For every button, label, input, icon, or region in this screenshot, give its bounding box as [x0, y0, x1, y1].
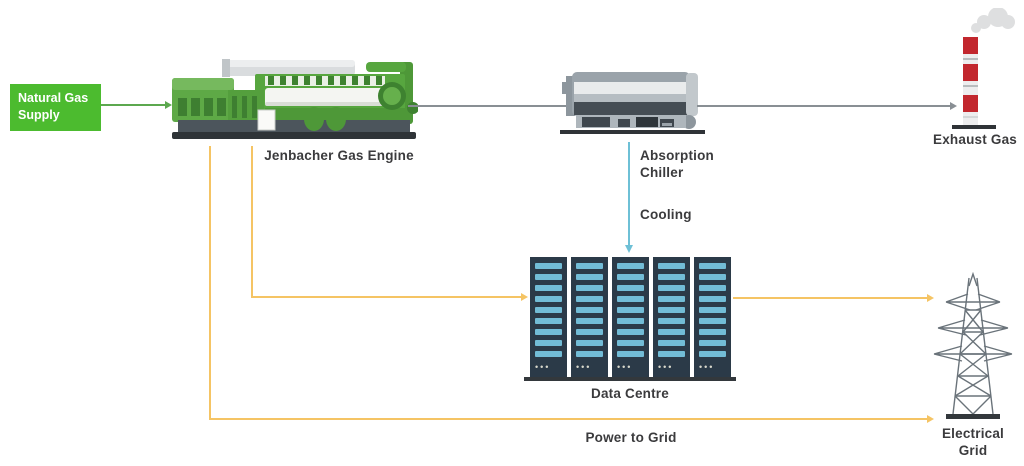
- gas-flow-arrowhead: [165, 101, 172, 109]
- server-slot: [535, 351, 562, 357]
- server-slot: [699, 329, 726, 335]
- server-slot: [576, 296, 603, 302]
- gas-flow-line: [101, 104, 165, 106]
- server-rack: •••: [571, 257, 608, 377]
- data-centre-label: Data Centre: [591, 386, 669, 401]
- rack-leds-icon: •••: [617, 362, 633, 372]
- rack-leds-icon: •••: [699, 362, 715, 372]
- server-slot: [699, 263, 726, 269]
- server-slot: [617, 274, 644, 280]
- rack-leds-icon: •••: [535, 362, 551, 372]
- power-line-engine-down: [251, 146, 253, 298]
- server-rack: •••: [653, 257, 690, 377]
- server-slot: [617, 307, 644, 313]
- server-slot: [658, 351, 685, 357]
- server-rack: •••: [694, 257, 731, 377]
- server-slot: [658, 274, 685, 280]
- exhaust-arrowhead: [950, 102, 957, 110]
- data-centre-base: [524, 377, 736, 381]
- absorption-chiller-label: Absorption Chiller: [640, 148, 714, 181]
- server-slot: [617, 340, 644, 346]
- server-slot: [699, 285, 726, 291]
- power-to-grid-upper-arrowhead: [927, 294, 934, 302]
- power-line-bottom: [209, 418, 927, 420]
- exhaust-line-2: [697, 105, 950, 107]
- server-slot: [535, 296, 562, 302]
- power-to-datacentre-arrowhead: [521, 293, 528, 301]
- server-rack: •••: [530, 257, 567, 377]
- cooling-label: Cooling: [640, 207, 692, 222]
- server-slot: [699, 318, 726, 324]
- cooling-arrowhead: [625, 245, 633, 253]
- server-slot: [699, 296, 726, 302]
- server-slot: [699, 307, 726, 313]
- server-slot: [658, 329, 685, 335]
- server-slot: [658, 296, 685, 302]
- server-slot: [535, 274, 562, 280]
- server-slot: [617, 351, 644, 357]
- server-rack: •••: [612, 257, 649, 377]
- server-slot: [535, 340, 562, 346]
- server-slot: [576, 274, 603, 280]
- server-slot: [617, 263, 644, 269]
- smoke-icon: [971, 8, 1015, 33]
- server-slot: [699, 274, 726, 280]
- gas-engine-label: Jenbacher Gas Engine: [264, 148, 414, 163]
- server-slot: [576, 307, 603, 313]
- power-line-to-datacentre: [251, 296, 521, 298]
- server-slot: [658, 285, 685, 291]
- server-slot: [658, 263, 685, 269]
- natural-gas-supply-box: Natural Gas Supply: [10, 84, 101, 131]
- data-centre-racks: ••• ••• ••• ••• •••: [530, 257, 731, 377]
- exhaust-line-1: [408, 105, 567, 107]
- server-slot: [535, 263, 562, 269]
- server-slot: [658, 340, 685, 346]
- server-slot: [658, 307, 685, 313]
- server-slot: [535, 329, 562, 335]
- server-slot: [617, 329, 644, 335]
- server-slot: [576, 329, 603, 335]
- electrical-grid-label: Electrical Grid: [941, 426, 1005, 459]
- server-slot: [617, 318, 644, 324]
- server-slot: [576, 285, 603, 291]
- absorption-chiller-illustration: [560, 72, 705, 134]
- server-slot: [617, 285, 644, 291]
- server-slot: [617, 296, 644, 302]
- power-to-grid-label: Power to Grid: [585, 430, 677, 445]
- server-slot: [658, 318, 685, 324]
- power-to-grid-bottom-arrowhead: [927, 415, 934, 423]
- rack-leds-icon: •••: [576, 362, 592, 372]
- gas-engine-illustration: [172, 59, 418, 139]
- server-slot: [576, 318, 603, 324]
- exhaust-stack-illustration: [952, 8, 1015, 129]
- server-slot: [535, 318, 562, 324]
- rack-leds-icon: •••: [658, 362, 674, 372]
- server-slot: [576, 351, 603, 357]
- server-slot: [699, 340, 726, 346]
- power-line-datacentre-to-grid: [733, 297, 927, 299]
- server-slot: [576, 263, 603, 269]
- server-slot: [699, 351, 726, 357]
- server-slot: [535, 307, 562, 313]
- transmission-tower-illustration: [933, 272, 1013, 419]
- server-slot: [576, 340, 603, 346]
- server-slot: [535, 285, 562, 291]
- exhaust-gas-label: Exhaust Gas: [933, 132, 1017, 147]
- power-line-engine-bottom: [209, 146, 211, 420]
- cooling-line: [628, 142, 630, 245]
